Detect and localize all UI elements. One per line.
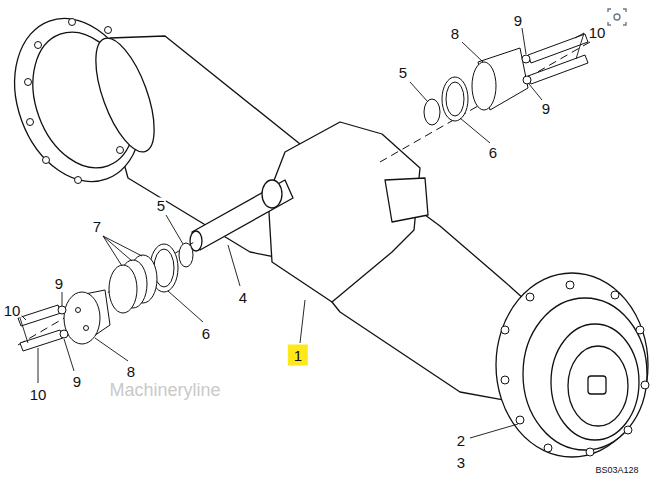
callout-number: 10 [3,303,22,318]
callout-number: 7 [92,219,102,234]
bolt [18,305,61,326]
wheel-hub [523,298,647,450]
callout-number: 6 [201,326,211,341]
wheel-hub [568,346,628,426]
callout-number: 9 [72,374,82,389]
callout-number: 9 [541,101,551,116]
wheel-hub [496,273,648,457]
callout-number: 2 [456,433,466,448]
callout-number: 9 [54,276,64,291]
callout-number: 5 [398,65,408,80]
drawing-code: BS03A128 [595,466,638,475]
pinion-flange [385,178,428,222]
callout-number: 8 [126,364,136,379]
wheel-hub [551,324,639,440]
wheel-hub [84,31,166,159]
bolt [528,55,588,84]
callout-number: 4 [238,290,248,305]
o-ring [179,243,193,267]
seal [442,77,468,121]
pin-bore [262,180,282,208]
callout-number: 8 [450,26,460,41]
callout-number: 6 [488,145,498,160]
callout-number: 9 [513,13,523,28]
watermark: Machineryline [109,381,220,399]
callout-number: 1 [288,345,308,366]
pivot-pin [192,180,293,250]
bolt [20,330,63,351]
shim [109,265,137,313]
callout-number: 5 [156,198,166,213]
logo-plate [588,376,606,394]
lens-icon [608,9,626,25]
callout-number: 10 [588,25,607,40]
leader-line [20,28,584,438]
callout-number: 3 [456,455,466,470]
callout-number: 10 [29,387,48,402]
o-ring [424,99,440,125]
